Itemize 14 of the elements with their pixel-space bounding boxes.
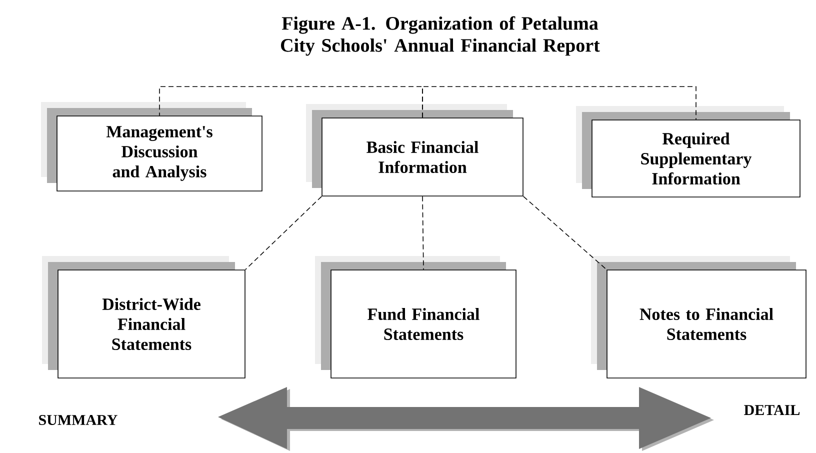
connector-line xyxy=(422,196,424,270)
report-box: Basic Financial Information xyxy=(306,104,524,196)
report-box: Notes to Financial Statements xyxy=(591,256,806,378)
axis-label: DETAIL xyxy=(744,405,800,415)
report-box: Fund Financial Statements xyxy=(315,256,516,378)
connector-line xyxy=(245,196,322,270)
title: Figure A-1. Organization of Petaluma City Schools' Annual Financial Report xyxy=(281,16,600,56)
bracket-line xyxy=(422,86,696,120)
bracket-line xyxy=(159,86,423,118)
connector-line xyxy=(523,196,607,270)
axis-label: SUMMARY xyxy=(39,414,118,426)
report-box: Management's Discussion and Analysis xyxy=(41,102,262,192)
report-box: District-Wide Financial Statements xyxy=(42,256,246,378)
report-box: Required Supplementary Information xyxy=(576,106,800,198)
